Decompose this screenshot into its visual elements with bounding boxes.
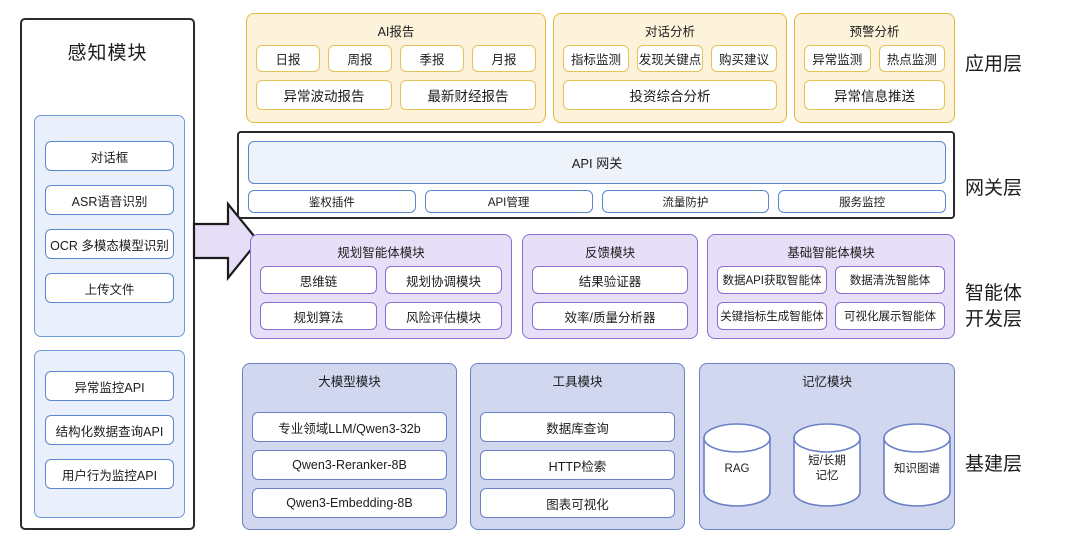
memory-cylinder-knowledge-graph[interactable]: 知识图谱 xyxy=(881,422,953,508)
infra-chip-chart-visualization[interactable]: 图表可视化 xyxy=(480,488,675,518)
agent-group-base-agent-row2: 关键指标生成智能体 可视化展示智能体 xyxy=(708,302,954,338)
gateway-layer-frame: API 网关 鉴权插件 API管理 流量防护 服务监控 xyxy=(237,131,955,219)
infra-group-llm-title: 大模型模块 xyxy=(318,375,381,389)
app-group-ai-report-row2: 异常波动报告 最新财经报告 xyxy=(247,80,545,118)
agent-chip-planning-algorithm[interactable]: 规划算法 xyxy=(260,302,377,330)
infra-chip-embedding[interactable]: Qwen3-Embedding-8B xyxy=(252,488,447,518)
layer-label-infrastructure: 基建层 xyxy=(965,454,1023,475)
infra-tools-row-1: 数据库查询 xyxy=(471,395,684,450)
agent-chip-efficiency-quality-analyzer[interactable]: 效率/质量分析器 xyxy=(532,302,688,330)
layer-label-agent-dev-line1: 智能体 xyxy=(965,283,1023,304)
agent-group-base-agent: 基础智能体模块 数据API获取智能体 数据清洗智能体 关键指标生成智能体 可视化… xyxy=(707,234,955,339)
app-chip-purchase-advice[interactable]: 购买建议 xyxy=(711,45,777,72)
perception-module-panel: 感知模块 对话框 ASR语音识别 OCR 多模态模型识别 上传文件 异常监控AP… xyxy=(20,18,195,530)
infra-chip-database-query[interactable]: 数据库查询 xyxy=(480,412,675,442)
app-group-alert-analysis: 预警分析 异常监测 热点监测 异常信息推送 xyxy=(794,13,955,123)
agent-chip-planning-coordination[interactable]: 规划协调模块 xyxy=(385,266,502,294)
infra-llm-row-3: Qwen3-Embedding-8B xyxy=(243,488,456,526)
agent-chip-result-validator[interactable]: 结果验证器 xyxy=(532,266,688,294)
agent-group-planning-row2: 规划算法 风险评估模块 xyxy=(251,302,511,338)
agent-group-feedback-title: 反馈模块 xyxy=(584,246,635,260)
app-group-dialog-analysis: 对话分析 指标监测 发现关键点 购买建议 投资综合分析 xyxy=(553,13,787,123)
infra-chip-reranker[interactable]: Qwen3-Reranker-8B xyxy=(252,450,447,480)
perception-item-asr[interactable]: ASR语音识别 xyxy=(45,185,174,215)
gateway-chip-api-management[interactable]: API管理 xyxy=(424,190,593,213)
agent-group-feedback-row2: 效率/质量分析器 xyxy=(523,302,697,338)
app-group-alert-analysis-row2: 异常信息推送 xyxy=(795,80,954,118)
infra-group-tools-title: 工具模块 xyxy=(552,375,603,389)
memory-cylinder-knowledge-graph-label: 知识图谱 xyxy=(894,462,940,475)
app-chip-investment-comprehensive-analysis[interactable]: 投资综合分析 xyxy=(563,80,777,110)
app-group-dialog-analysis-title: 对话分析 xyxy=(644,25,695,39)
gateway-chip-service-monitoring[interactable]: 服务监控 xyxy=(778,190,946,213)
agent-chip-data-cleaning-agent[interactable]: 数据清洗智能体 xyxy=(835,266,945,294)
agent-chip-kpi-generation-agent[interactable]: 关键指标生成智能体 xyxy=(717,302,827,330)
app-group-dialog-analysis-row1: 指标监测 发现关键点 购买建议 xyxy=(554,45,786,80)
memory-cylinder-short-long-term[interactable]: 短/长期 记忆 xyxy=(791,422,863,508)
infra-group-memory-title: 记忆模块 xyxy=(801,375,852,389)
perception-input-group: 对话框 ASR语音识别 OCR 多模态模型识别 上传文件 xyxy=(34,115,185,337)
agent-group-base-agent-row1: 数据API获取智能体 数据清洗智能体 xyxy=(708,266,954,302)
perception-api-group: 异常监控API 结构化数据查询API 用户行为监控API xyxy=(34,350,185,518)
app-group-alert-analysis-title: 预警分析 xyxy=(849,25,900,39)
gateway-chip-traffic-protection[interactable]: 流量防护 xyxy=(601,190,770,213)
app-group-ai-report-row1: 日报 周报 季报 月报 xyxy=(247,45,545,80)
agent-group-planning-title: 规划智能体模块 xyxy=(337,246,425,260)
app-group-dialog-analysis-row2: 投资综合分析 xyxy=(554,80,786,118)
memory-cylinder-short-long-term-label: 短/长期 记忆 xyxy=(791,422,863,508)
app-chip-find-key-points[interactable]: 发现关键点 xyxy=(637,45,703,72)
gateway-api-gateway-box[interactable]: API 网关 xyxy=(248,141,946,184)
layer-label-gateway: 网关层 xyxy=(965,178,1023,199)
app-group-ai-report-title: AI报告 xyxy=(377,25,415,39)
agent-chip-chain-of-thought[interactable]: 思维链 xyxy=(260,266,377,294)
agent-chip-risk-assessment[interactable]: 风险评估模块 xyxy=(385,302,502,330)
gateway-chip-auth-plugin[interactable]: 鉴权插件 xyxy=(248,190,416,213)
agent-group-planning-row1: 思维链 规划协调模块 xyxy=(251,266,511,302)
infra-group-memory: 记忆模块 RAG 短/长期 记忆 xyxy=(699,363,955,530)
app-group-alert-analysis-row1: 异常监测 热点监测 xyxy=(795,45,954,80)
memory-cylinder-rag[interactable]: RAG xyxy=(701,422,773,508)
layer-label-application: 应用层 xyxy=(965,54,1023,75)
layer-label-agent-dev: 智能体 开发层 xyxy=(965,281,1075,332)
app-chip-anomaly-monitoring[interactable]: 异常监测 xyxy=(804,45,871,72)
memory-cylinder-line1: 短/长期 xyxy=(808,455,846,468)
infra-chip-domain-llm[interactable]: 专业领域LLM/Qwen3-32b xyxy=(252,412,447,442)
infra-group-tools: 工具模块 数据库查询 HTTP检索 图表可视化 xyxy=(470,363,685,530)
app-chip-daily-report[interactable]: 日报 xyxy=(256,45,320,72)
flow-arrow-right xyxy=(192,200,260,282)
memory-cylinder-line2: 记忆 xyxy=(815,470,839,482)
perception-item-dialog[interactable]: 对话框 xyxy=(45,141,174,171)
app-chip-weekly-report[interactable]: 周报 xyxy=(328,45,392,72)
infra-tools-row-3: 图表可视化 xyxy=(471,488,684,526)
app-chip-quarterly-report[interactable]: 季报 xyxy=(400,45,464,72)
app-chip-anomaly-info-push[interactable]: 异常信息推送 xyxy=(804,80,945,110)
memory-cylinder-rag-label: RAG xyxy=(724,462,750,475)
app-chip-metric-monitoring[interactable]: 指标监测 xyxy=(563,45,629,72)
gateway-items-row: 鉴权插件 API管理 流量防护 服务监控 xyxy=(248,190,946,213)
infra-chip-http-retrieval[interactable]: HTTP检索 xyxy=(480,450,675,480)
agent-group-feedback: 反馈模块 结果验证器 效率/质量分析器 xyxy=(522,234,698,339)
perception-item-upload[interactable]: 上传文件 xyxy=(45,273,174,303)
agent-chip-data-api-agent[interactable]: 数据API获取智能体 xyxy=(717,266,827,294)
app-group-ai-report: AI报告 日报 周报 季报 月报 异常波动报告 最新财经报告 xyxy=(246,13,546,123)
app-chip-latest-finance-report[interactable]: 最新财经报告 xyxy=(400,80,536,110)
agent-chip-visualization-agent[interactable]: 可视化展示智能体 xyxy=(835,302,945,330)
infra-tools-row-2: HTTP检索 xyxy=(471,450,684,488)
layer-label-agent-dev-line2: 开发层 xyxy=(965,308,1023,330)
infra-group-llm: 大模型模块 专业领域LLM/Qwen3-32b Qwen3-Reranker-8… xyxy=(242,363,457,530)
perception-item-ocr[interactable]: OCR 多模态模型识别 xyxy=(45,229,174,259)
app-chip-monthly-report[interactable]: 月报 xyxy=(472,45,536,72)
app-chip-hotspot-monitoring[interactable]: 热点监测 xyxy=(878,45,945,72)
infra-llm-row-2: Qwen3-Reranker-8B xyxy=(243,450,456,488)
perception-module-title: 感知模块 xyxy=(67,43,148,64)
app-chip-anomaly-fluctuation-report[interactable]: 异常波动报告 xyxy=(256,80,392,110)
agent-group-feedback-row1: 结果验证器 xyxy=(523,266,697,302)
infra-llm-row-1: 专业领域LLM/Qwen3-32b xyxy=(243,395,456,450)
perception-item-user-behavior-api[interactable]: 用户行为监控API xyxy=(45,459,174,489)
perception-item-anomaly-api[interactable]: 异常监控API xyxy=(45,371,174,401)
perception-item-structured-query-api[interactable]: 结构化数据查询API xyxy=(45,415,174,445)
agent-group-planning: 规划智能体模块 思维链 规划协调模块 规划算法 风险评估模块 xyxy=(250,234,512,339)
memory-cylinder-row: RAG 短/长期 记忆 知识图谱 xyxy=(700,422,954,532)
agent-group-base-agent-title: 基础智能体模块 xyxy=(787,246,875,260)
